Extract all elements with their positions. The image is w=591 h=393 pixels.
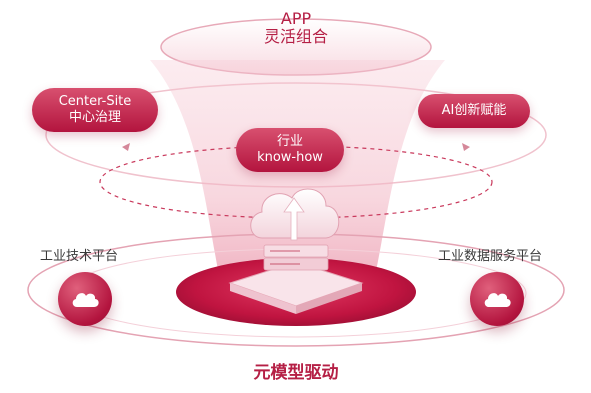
ai-innovation-label: AI创新赋能 xyxy=(441,103,507,119)
top-label-line2: 灵活组合 xyxy=(263,27,328,47)
center-site-line2: 中心治理 xyxy=(68,110,121,125)
center-site-pill: Center-Site 中心治理 xyxy=(32,88,158,132)
cloud-icon xyxy=(484,293,511,307)
top-label-line1: APP xyxy=(280,9,312,28)
orbit-arrow-left xyxy=(122,143,130,151)
top-label: APP 灵活组合 xyxy=(236,9,356,47)
industrial-tech-platform-label: 工业技术平台 xyxy=(40,249,119,264)
upload-arrow-icon xyxy=(283,197,305,241)
center-site-line1: Center-Site xyxy=(58,94,132,110)
industry-line2: know-how xyxy=(257,150,323,165)
ai-innovation-pill: AI创新赋能 xyxy=(418,94,530,128)
metamodel-driven-label: 元模型驱动 xyxy=(253,363,339,383)
right-cloud-badge xyxy=(470,272,524,326)
cloud-icon xyxy=(72,293,99,307)
industry-knowhow-pill: 行业 know-how xyxy=(236,128,344,172)
chip-base xyxy=(228,244,364,314)
dashed-orbit xyxy=(99,145,493,219)
orbit-arrow-right xyxy=(462,143,470,151)
funnel xyxy=(150,60,445,290)
industrial-data-service-platform-label: 工业数据服务平台 xyxy=(438,249,543,264)
industry-line1: 行业 xyxy=(276,134,303,150)
left-cloud-badge xyxy=(58,272,112,326)
